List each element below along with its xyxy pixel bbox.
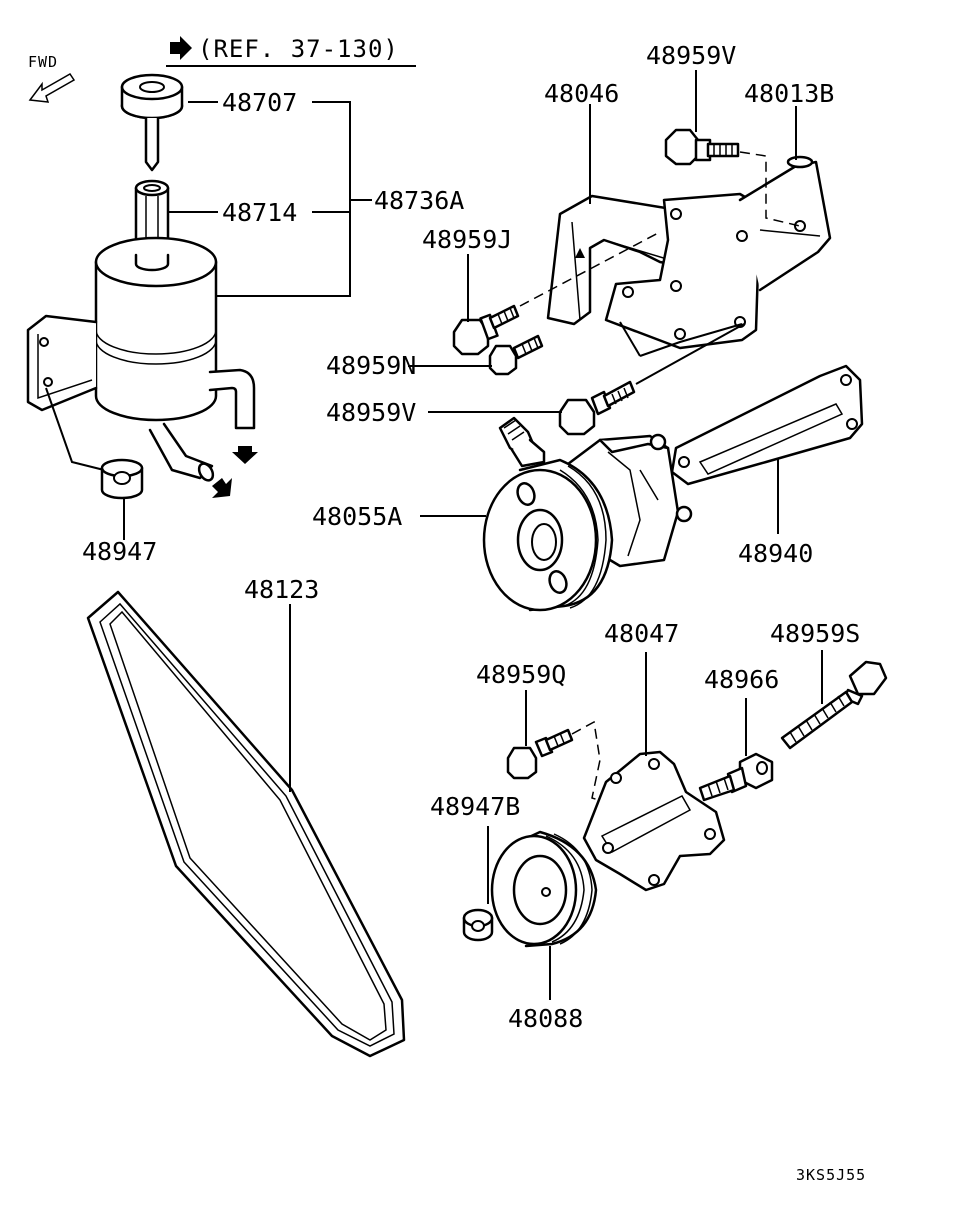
label-48736a: 48736A	[374, 186, 464, 215]
fwd-arrow-icon	[28, 73, 76, 103]
reservoir-grommet	[45, 387, 144, 500]
bolt-48959n	[488, 334, 544, 376]
label-48714: 48714	[222, 198, 297, 227]
reservoir-cap	[120, 73, 184, 172]
label-48046: 48046	[544, 79, 619, 108]
bolt-48959v-mid	[558, 380, 636, 436]
pump-bracket-rear	[604, 155, 832, 350]
label-48940: 48940	[738, 539, 813, 568]
flow-arrow-diag-icon	[212, 478, 232, 498]
reference-note: (REF. 37-130)	[166, 35, 416, 67]
label-48055a: 48055A	[312, 502, 402, 531]
fwd-indicator: FWD	[28, 53, 76, 103]
label-48947b: 48947B	[430, 792, 520, 821]
label-48959s: 48959S	[770, 619, 860, 648]
bolt-48959q	[506, 728, 574, 780]
label-48966: 48966	[704, 665, 779, 694]
idler-pulley	[490, 830, 598, 948]
label-48947: 48947	[82, 537, 157, 566]
label-48047: 48047	[604, 619, 679, 648]
arrow-right-icon	[170, 36, 192, 60]
label-48959q: 48959Q	[476, 660, 566, 689]
tensioner-bracket	[582, 750, 726, 892]
label-48707: 48707	[222, 88, 297, 117]
label-48959v-top: 48959V	[646, 41, 736, 70]
label-48013b: 48013B	[744, 79, 834, 108]
label-48123: 48123	[244, 575, 319, 604]
reference-text: (REF. 37-130)	[198, 35, 399, 63]
bolt-48959v-top	[664, 128, 740, 166]
pump-stay	[670, 364, 864, 486]
reservoir-tank	[26, 236, 258, 498]
bolt-48959j	[452, 304, 520, 356]
idler-spacer	[462, 908, 494, 942]
label-48088: 48088	[508, 1004, 583, 1033]
label-48959j: 48959J	[422, 225, 512, 254]
adjusting-bolt-48959s	[780, 660, 888, 750]
drive-belt	[86, 590, 406, 1058]
fwd-label: FWD	[28, 53, 58, 71]
diagram-code: 3KS5J55	[796, 1166, 866, 1184]
tensioner-stud	[698, 752, 774, 802]
power-steering-pump	[482, 416, 693, 612]
label-48959v-mid: 48959V	[326, 398, 416, 427]
flow-arrow-down-icon	[232, 446, 258, 464]
label-48959n: 48959N	[326, 351, 416, 380]
